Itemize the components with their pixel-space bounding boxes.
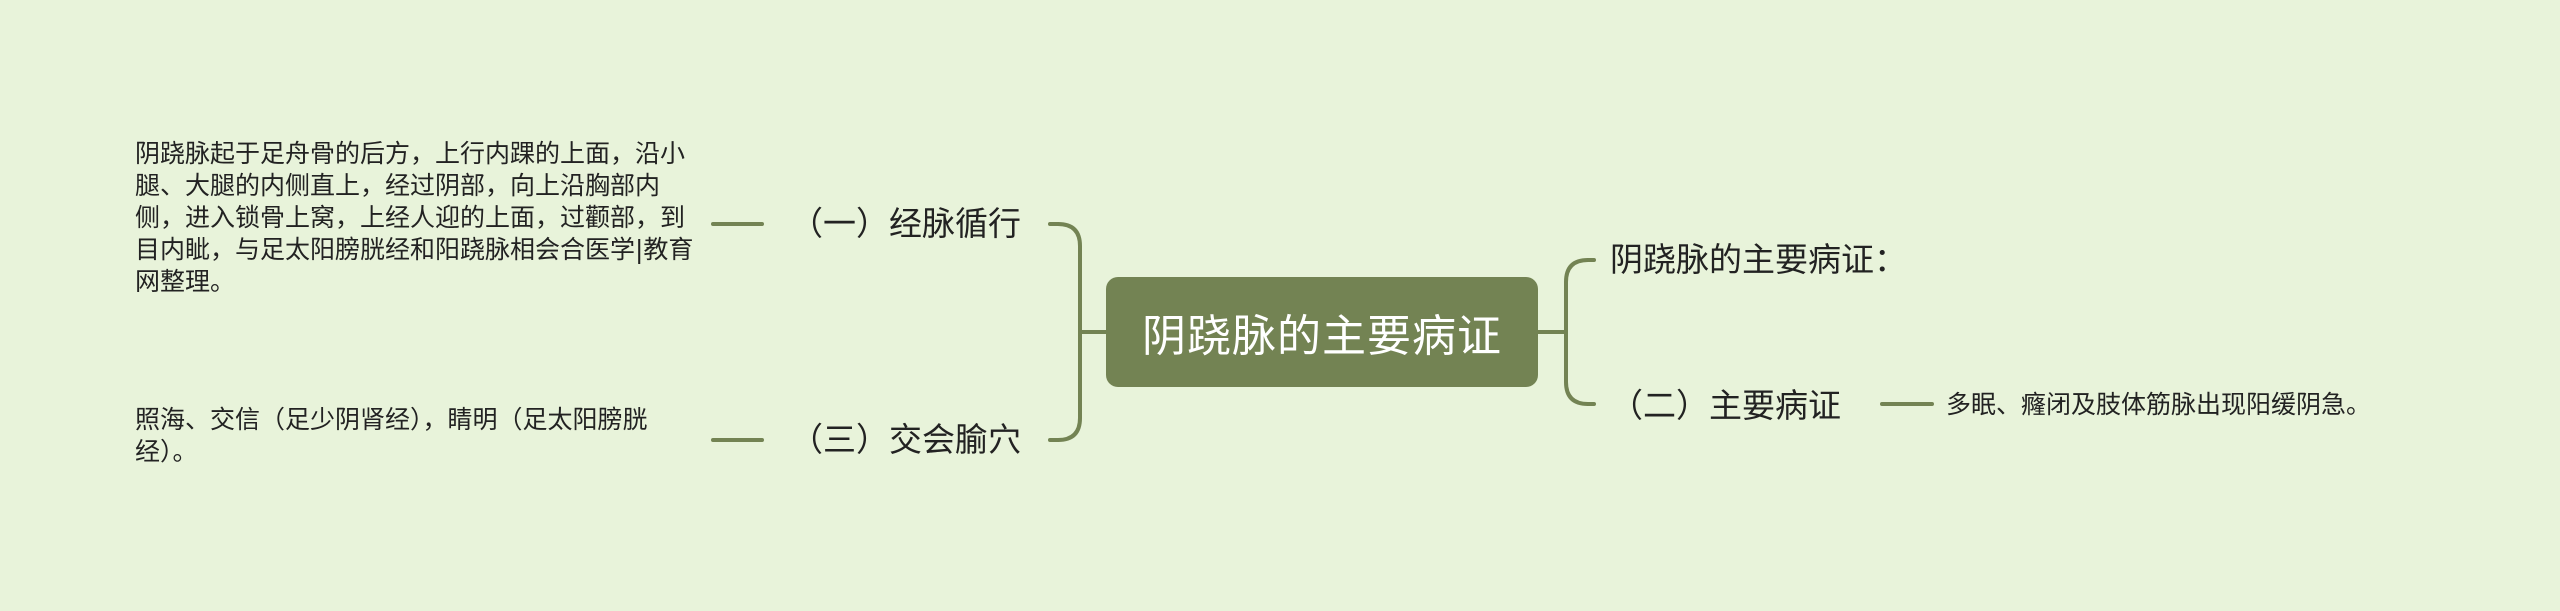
branch-main-disease[interactable]: （二）主要病证 xyxy=(1610,386,1841,425)
connector-left-bracket xyxy=(1056,222,1082,442)
branch-acupoints[interactable]: （三）交会腧穴 xyxy=(790,420,1021,459)
root-node[interactable]: 阴跷脉的主要病证 xyxy=(1106,277,1538,387)
connector-right-bracket xyxy=(1564,258,1590,406)
leaf-circulation-detail[interactable]: 阴跷脉起于足舟骨的后方，上行内踝的上面，沿小腿、大腿的内侧直上，经过阴部，向上沿… xyxy=(135,139,694,296)
leaf-acupoints-detail[interactable]: 照海、交信（足少阴肾经），睛明（足太阳膀胱经）。 xyxy=(135,405,648,466)
branch-disease-title[interactable]: 阴跷脉的主要病证： xyxy=(1610,240,1907,279)
branch-circulation[interactable]: （一）经脉循行 xyxy=(790,204,1021,243)
leaf-main-disease-detail[interactable]: 多眠、癃闭及肢体筋脉出现阳缓阴急。 xyxy=(1946,390,2372,419)
